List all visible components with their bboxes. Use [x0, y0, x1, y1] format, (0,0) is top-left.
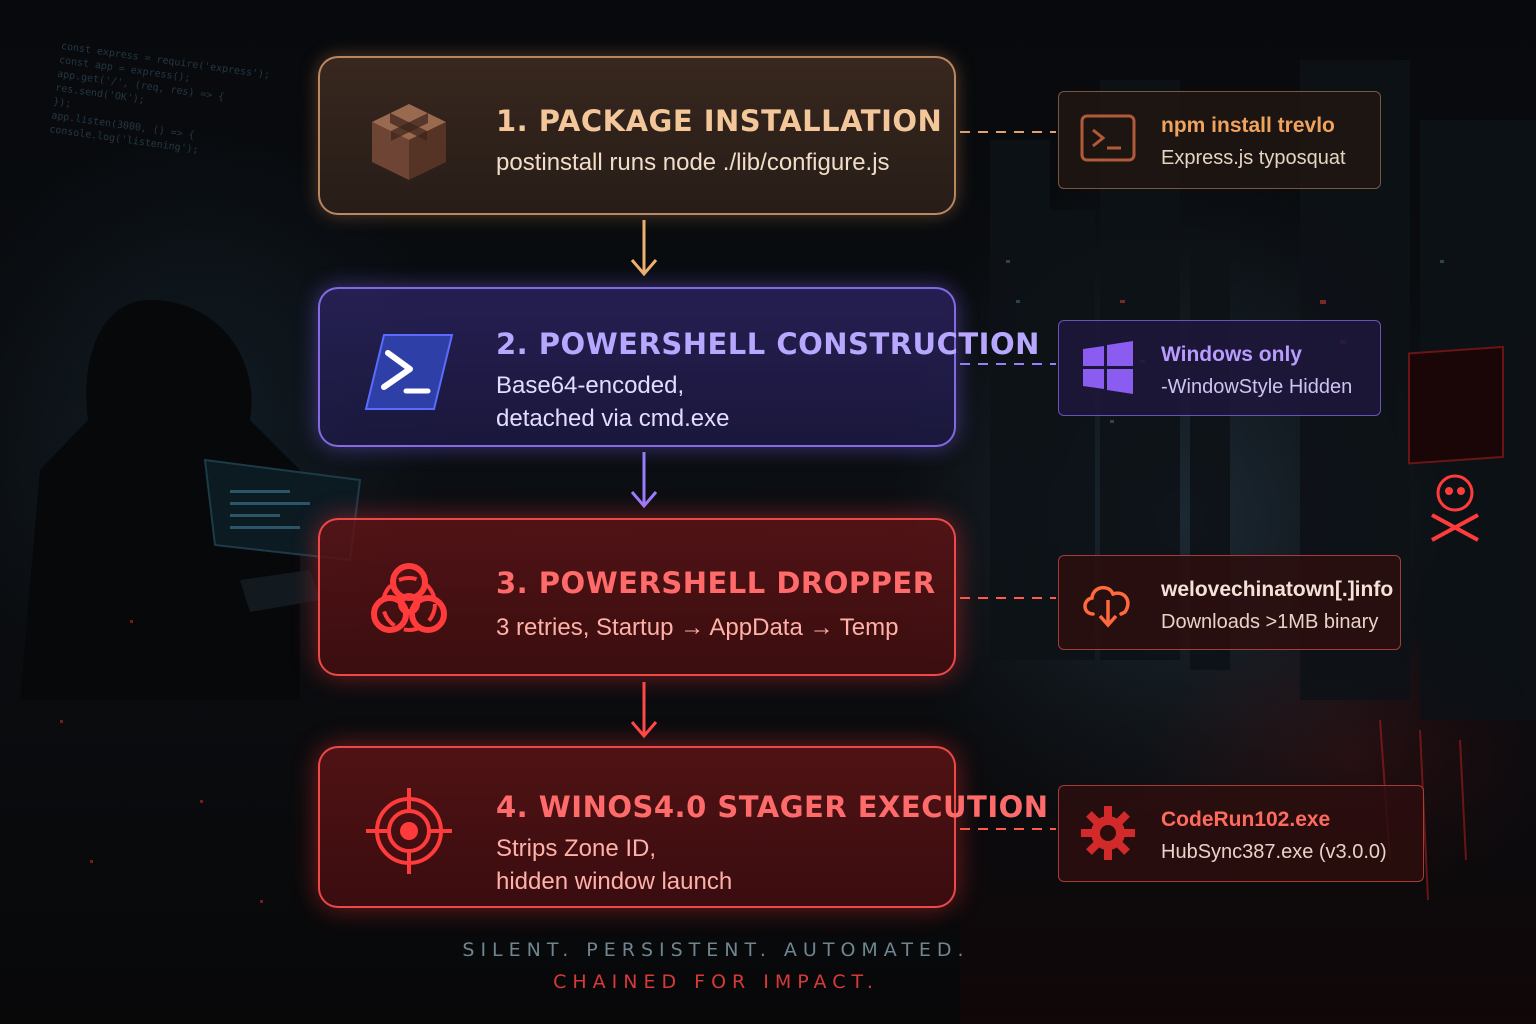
step-powershell-construction: 2. POWERSHELL CONSTRUCTION Base64-encode…	[318, 287, 1039, 447]
note-subtitle: Downloads >1MB binary	[1161, 611, 1379, 633]
terminal-icon	[1080, 114, 1136, 162]
note-windows-only: Windows only -WindowStyle Hidden	[1058, 320, 1381, 416]
flow-arrow-3	[630, 682, 658, 739]
gear-icon	[1081, 806, 1135, 860]
powershell-icon	[364, 334, 454, 410]
package-box-icon	[372, 104, 446, 180]
step-description: Base64-encoded, detached via cmd.exe	[496, 372, 730, 432]
step-title: 4. WINOS4.0 STAGER EXECUTION	[496, 790, 1049, 824]
tagline-line-1: SILENT. PERSISTENT. AUTOMATED.	[462, 939, 970, 961]
hooded-hacker-silhouette	[20, 300, 362, 700]
note-subtitle: -WindowStyle Hidden	[1161, 376, 1353, 398]
flow-arrow-2	[630, 452, 658, 509]
note-download-domain: welovechinatown[.]info Downloads >1MB bi…	[1058, 555, 1401, 650]
note-npm-install: npm install trevlo Express.js typosquat	[1058, 91, 1381, 189]
cloud-download-icon	[1083, 585, 1130, 628]
step-winos-stager-execution: 4. WINOS4.0 STAGER EXECUTION Strips Zone…	[318, 746, 1048, 908]
note-title: CodeRun102.exe	[1161, 808, 1331, 831]
biohazard-icon	[371, 563, 447, 633]
step-title: 2. POWERSHELL CONSTRUCTION	[496, 327, 1040, 361]
step-description: Strips Zone ID, hidden window launch	[496, 835, 733, 895]
step-powershell-dropper: 3. POWERSHELL DROPPER 3 retries, Startup…	[318, 518, 956, 676]
tagline-line-2: CHAINED FOR IMPACT.	[553, 971, 879, 993]
skull-warning-screen	[1408, 345, 1504, 542]
step-package-installation: 1. PACKAGE INSTALLATION postinstall runs…	[318, 56, 956, 215]
flow-arrow-1	[630, 220, 658, 277]
target-crosshair-icon	[366, 788, 452, 874]
note-title: Windows only	[1161, 343, 1302, 366]
note-subtitle: HubSync387.exe (v3.0.0)	[1161, 841, 1387, 863]
step-description: 3 retries, Startup → AppData → Temp	[496, 614, 899, 641]
step-title: 3. POWERSHELL DROPPER	[496, 566, 936, 600]
note-subtitle: Express.js typosquat	[1161, 147, 1346, 169]
windows-logo-icon	[1083, 341, 1133, 394]
note-title: welovechinatown[.]info	[1161, 578, 1394, 601]
step-title: 1. PACKAGE INSTALLATION	[496, 104, 943, 138]
note-executables: CodeRun102.exe HubSync387.exe (v3.0.0)	[1058, 785, 1424, 882]
note-title: npm install trevlo	[1161, 114, 1335, 137]
step-description: postinstall runs node ./lib/configure.js	[496, 149, 890, 176]
